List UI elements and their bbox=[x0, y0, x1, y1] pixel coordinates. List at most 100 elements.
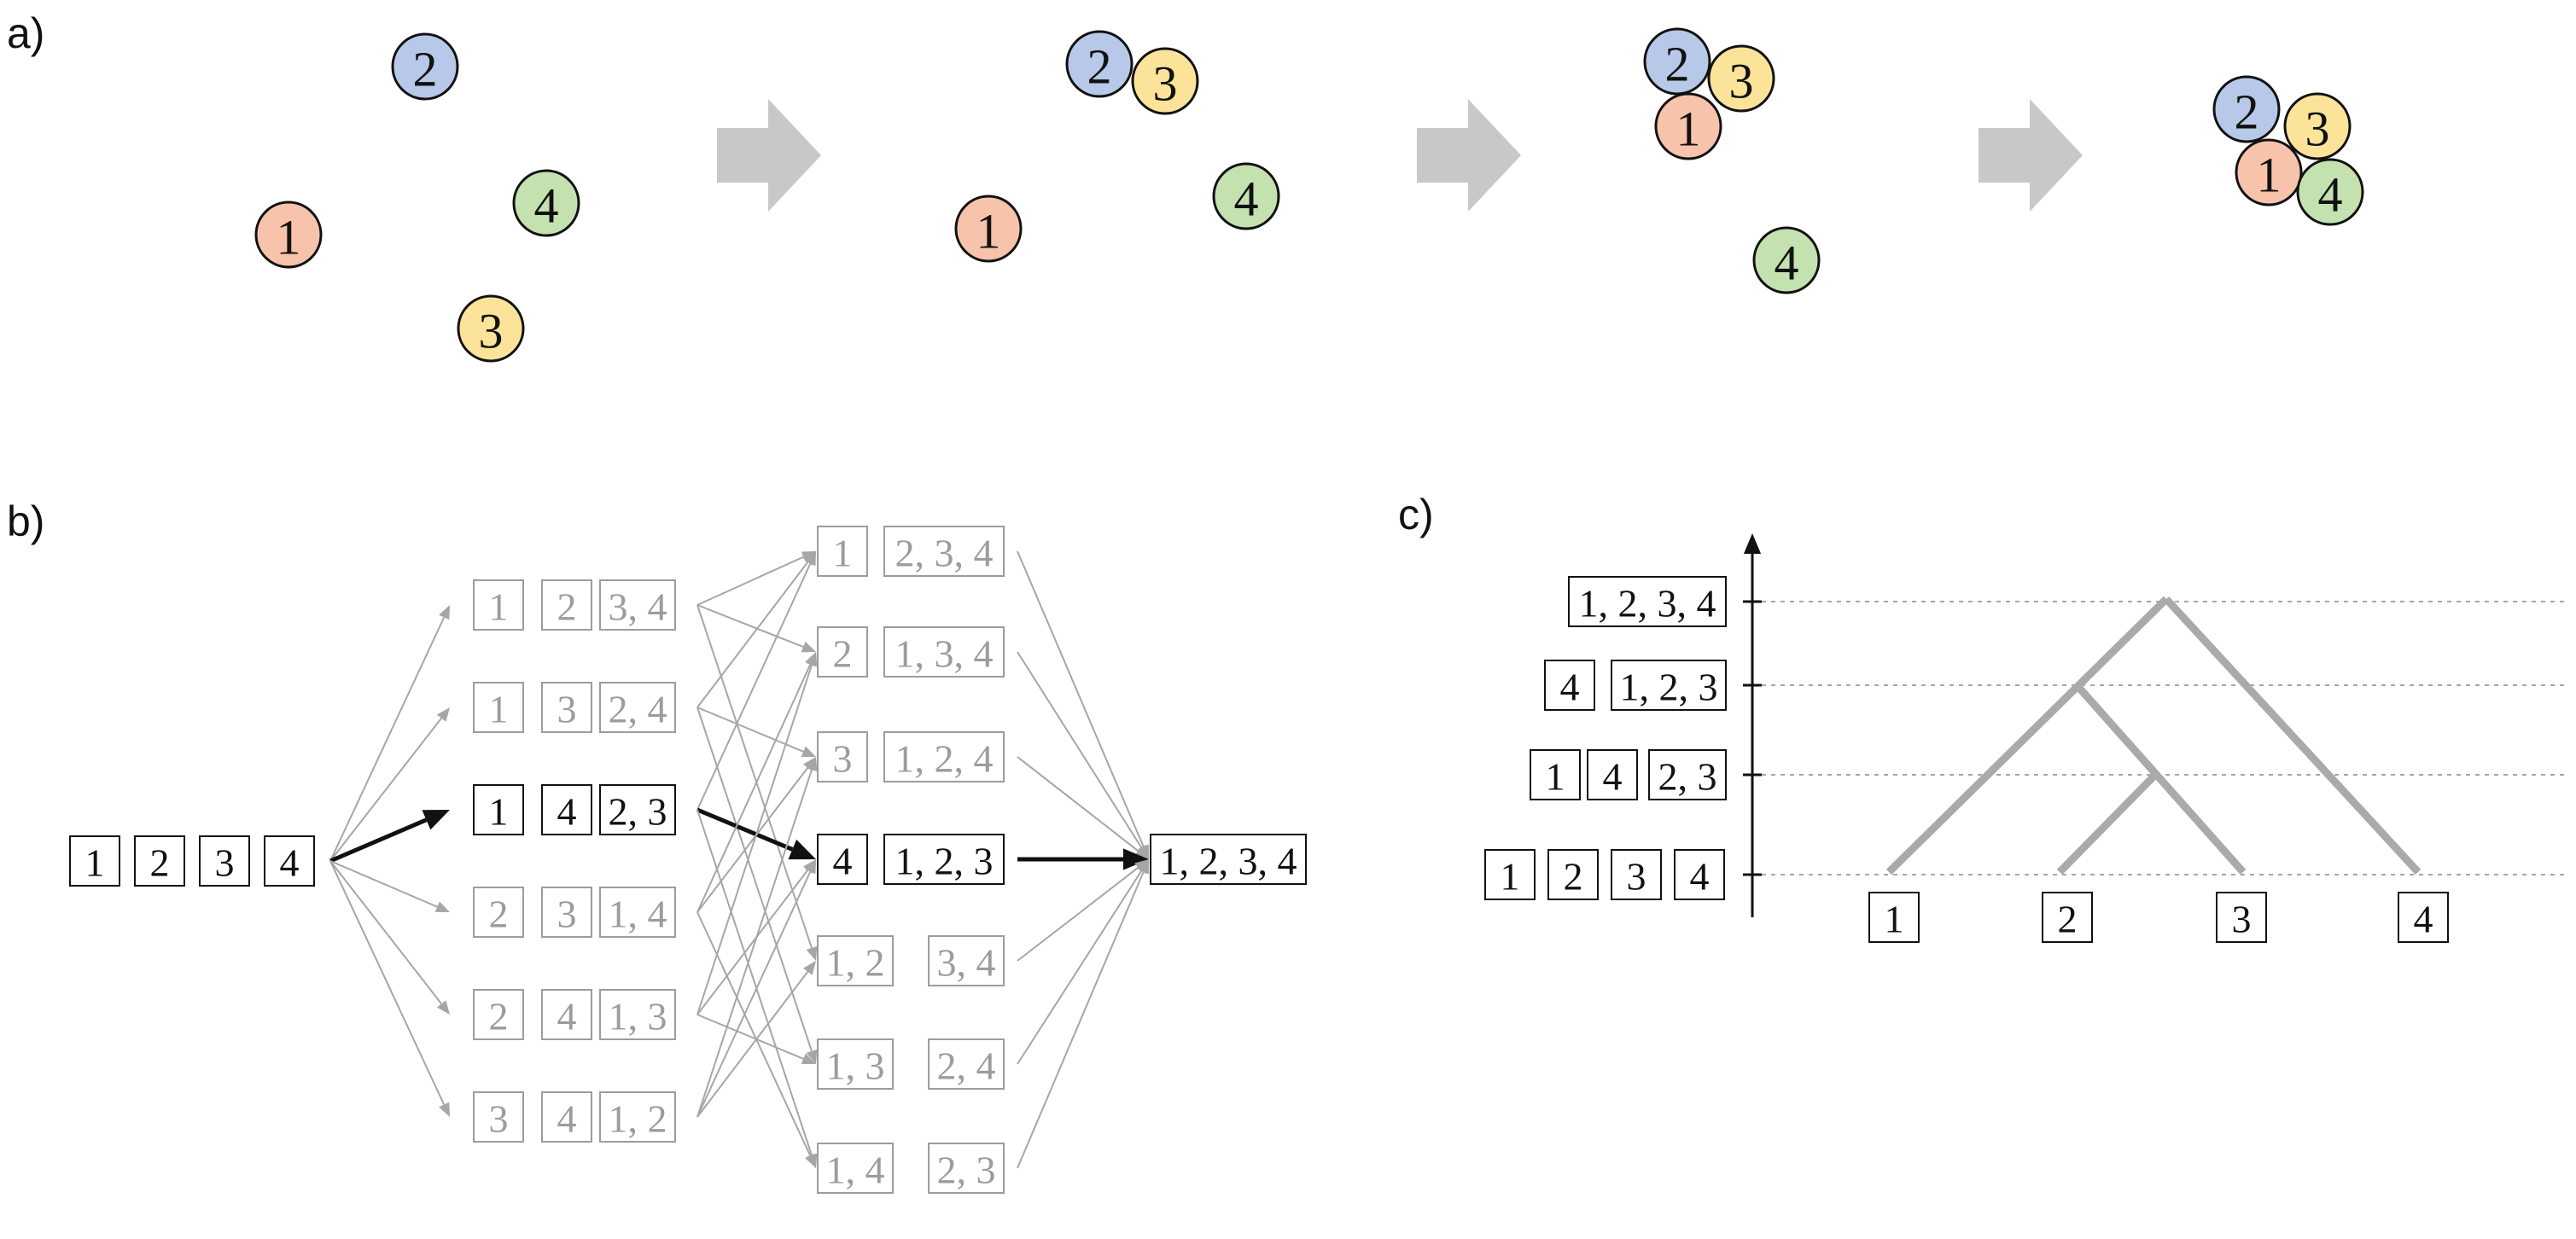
edge-start-to-l1-shaft bbox=[329, 860, 442, 1004]
edge-start-to-l1-head bbox=[422, 810, 450, 830]
edge-l1-to-l2-head bbox=[805, 859, 816, 875]
level1-box-frame bbox=[599, 989, 676, 1040]
level1-box-frame bbox=[473, 784, 524, 835]
particle-2: 2 bbox=[1643, 27, 1711, 96]
edge-l2-to-final bbox=[1017, 859, 1149, 962]
edge-start-to-l1-shaft bbox=[329, 860, 438, 908]
edge-start-to-l1 bbox=[329, 860, 450, 1117]
level1-box-text: 1 bbox=[489, 688, 509, 731]
particle-circle bbox=[1643, 27, 1711, 96]
particle-3: 3 bbox=[1707, 44, 1775, 113]
particle-3: 3 bbox=[2283, 92, 2352, 160]
edge-l1-to-l2-head bbox=[801, 746, 816, 758]
level2-box-text: 4 bbox=[833, 840, 853, 883]
start-box-text: 2 bbox=[150, 841, 170, 885]
edge-l1-to-l2-shaft bbox=[696, 664, 812, 913]
level1-box-frame bbox=[599, 784, 676, 835]
level2-box-text: 3, 4 bbox=[937, 941, 996, 985]
level1-box-text: 4 bbox=[557, 790, 577, 834]
edge-l1-to-l2 bbox=[696, 757, 818, 1118]
edge-l1-to-l2 bbox=[696, 652, 816, 913]
level1-box-text: 1, 4 bbox=[609, 893, 667, 936]
level-box: 4 bbox=[1544, 660, 1595, 711]
particle-circle bbox=[2212, 75, 2281, 143]
edge-l1-to-l2-head bbox=[806, 945, 818, 961]
edge-l1-to-l2 bbox=[696, 859, 816, 1118]
panel-a-label: a) bbox=[7, 9, 44, 57]
edge-l1-to-l2-shaft bbox=[696, 1014, 804, 1060]
level2-box: 1, 4 bbox=[817, 1143, 894, 1194]
level2-box-text: 2, 3 bbox=[937, 1149, 996, 1192]
edge-start-to-l1 bbox=[329, 860, 450, 912]
particle-2: 2 bbox=[391, 32, 459, 101]
level1-box-text: 3 bbox=[489, 1097, 509, 1141]
edge-start-to-l1-shaft bbox=[329, 817, 428, 864]
edge-l1-to-l2-shaft bbox=[696, 664, 813, 1015]
level-box-frame bbox=[1484, 849, 1536, 900]
level1-box: 1 bbox=[473, 682, 524, 733]
level1-box-text: 3 bbox=[557, 893, 577, 936]
level-box-frame bbox=[1674, 849, 1725, 900]
level1-box-frame bbox=[541, 682, 592, 733]
particle-label: 4 bbox=[1234, 172, 1259, 227]
particle-label: 1 bbox=[277, 210, 301, 265]
level-box: 2 bbox=[1547, 849, 1599, 900]
level2-box: 1, 2 bbox=[817, 935, 894, 986]
level1-box-text: 1 bbox=[489, 790, 509, 834]
level1-box: 2 bbox=[473, 989, 524, 1040]
leaf-box-text: 4 bbox=[2414, 898, 2433, 941]
level2-box-text: 1, 2, 3 bbox=[895, 840, 994, 883]
final-box-frame bbox=[1150, 834, 1307, 885]
edge-l1-to-l2-shaft bbox=[696, 971, 809, 1118]
level1-box: 1, 4 bbox=[599, 887, 676, 938]
level2-box: 2, 4 bbox=[928, 1038, 1005, 1090]
edge-l2-to-final-shaft bbox=[1017, 550, 1145, 847]
level2-box: 4 bbox=[817, 834, 868, 885]
edge-l1-to-l2-shaft bbox=[696, 604, 804, 649]
level-box-text: 4 bbox=[1560, 666, 1580, 709]
edge-l1-to-l2 bbox=[696, 961, 816, 1118]
level1-box: 1 bbox=[473, 784, 524, 835]
level-box-frame bbox=[1611, 660, 1727, 711]
level2-box-text: 1, 3, 4 bbox=[895, 632, 994, 676]
final-box: 1, 2, 3, 4 bbox=[1150, 834, 1307, 885]
level1-box-frame bbox=[473, 682, 524, 733]
particle-4: 4 bbox=[1212, 162, 1280, 230]
edge-l2-to-final-head bbox=[1138, 859, 1149, 875]
particle-label: 2 bbox=[1665, 37, 1690, 92]
level2-box: 3 bbox=[817, 731, 868, 782]
level-box: 1 bbox=[1484, 849, 1536, 900]
level-box-frame bbox=[1568, 576, 1727, 627]
edge-l1-to-l2-head bbox=[806, 757, 818, 772]
edge-start-to-l1-head bbox=[436, 707, 450, 722]
level2-box-text: 3 bbox=[833, 737, 853, 781]
particle-circle bbox=[2283, 92, 2352, 160]
level-box: 4 bbox=[1587, 749, 1638, 800]
particle-label: 4 bbox=[1775, 236, 1799, 291]
dendrogram-branch bbox=[1885, 596, 2170, 875]
particle-3: 3 bbox=[457, 294, 525, 363]
particle-circle bbox=[954, 195, 1023, 263]
level-box-text: 4 bbox=[1690, 855, 1710, 899]
partition-edges bbox=[329, 550, 1149, 1169]
particle-4: 4 bbox=[1752, 226, 1821, 294]
level2-box: 1, 3, 4 bbox=[883, 626, 1005, 678]
edge-l1-to-l2 bbox=[696, 707, 818, 1064]
edge-l1-to-l2-shaft bbox=[696, 767, 809, 913]
particle-circle bbox=[512, 169, 580, 237]
leaf-box-frame bbox=[2042, 892, 2093, 943]
leaf-box-frame bbox=[2216, 892, 2267, 943]
level1-box: 1, 2 bbox=[599, 1091, 676, 1143]
particle-label: 3 bbox=[479, 304, 504, 359]
particle-label: 1 bbox=[2257, 148, 2282, 203]
level1-box-frame bbox=[541, 784, 592, 835]
edge-l1-to-l2-shaft bbox=[696, 707, 813, 1052]
